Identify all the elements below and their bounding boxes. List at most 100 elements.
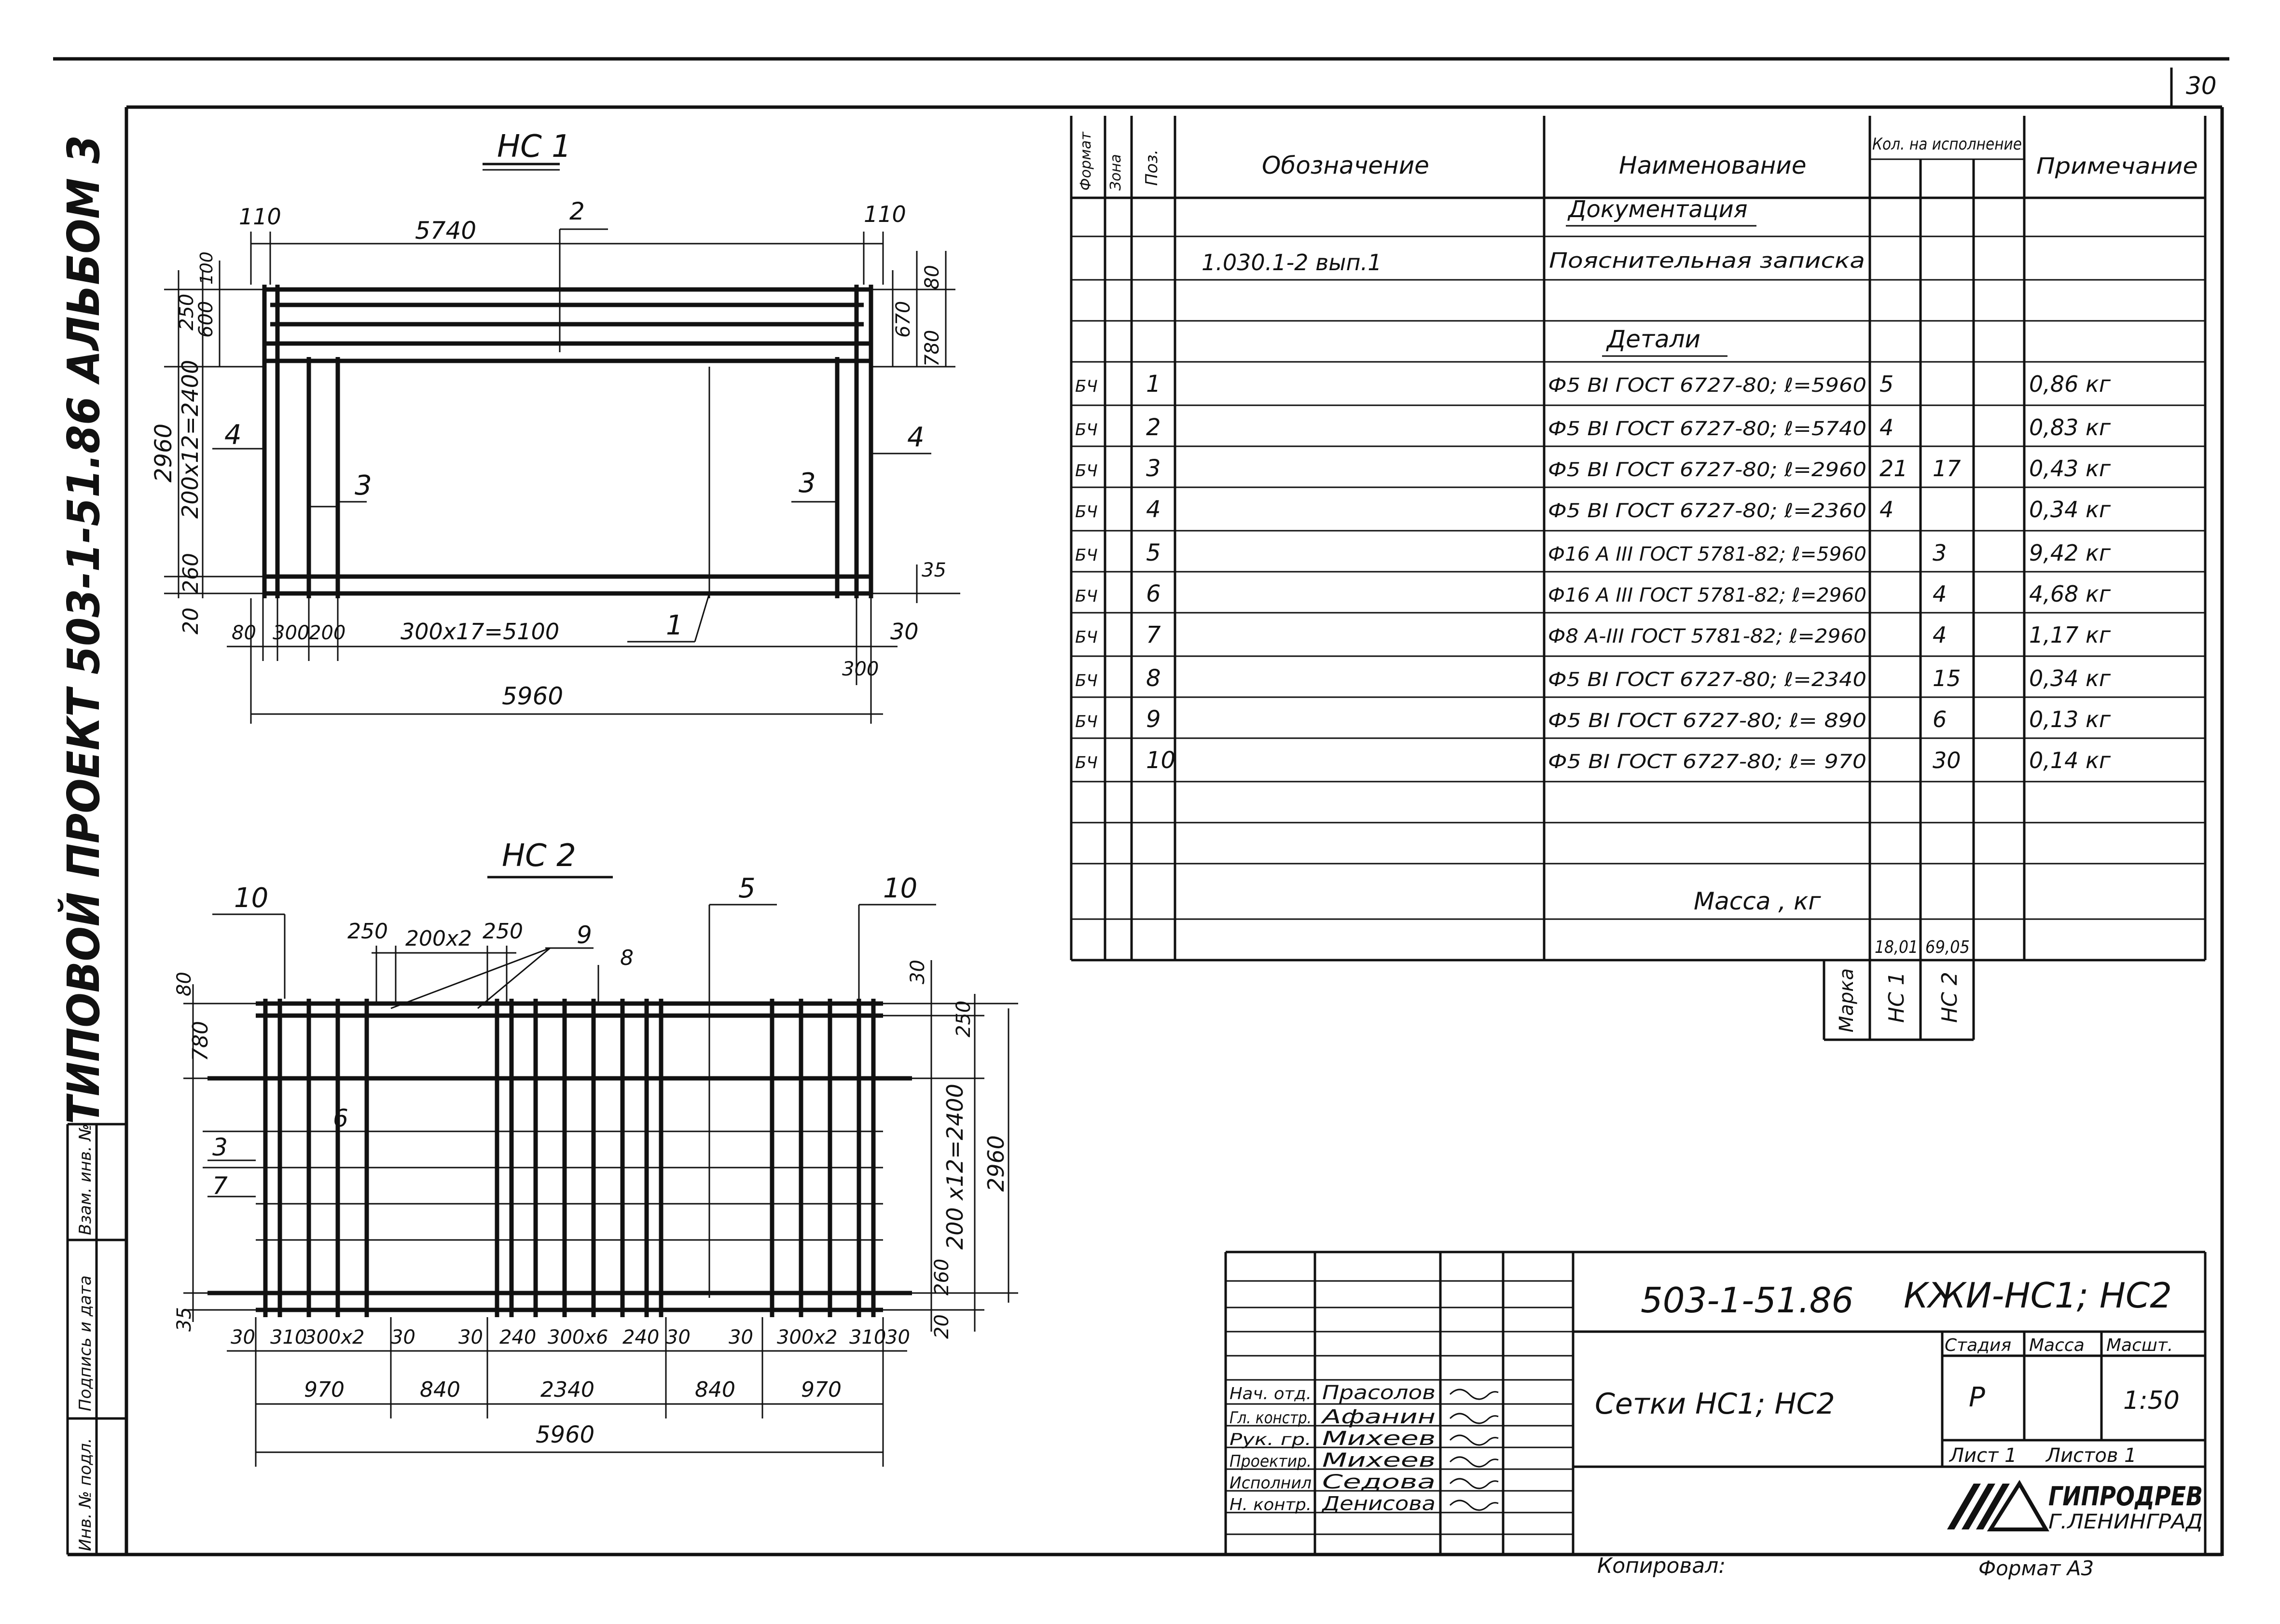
dim-label: 300	[842, 658, 879, 680]
sheet-label: Лист 1	[1948, 1445, 2017, 1467]
dim-label: 5960	[502, 682, 563, 710]
dim-label: 780	[921, 330, 943, 367]
signer-name: Денисова	[1321, 1493, 1436, 1515]
position-label: 6	[333, 1104, 348, 1132]
stage-value: Р	[1969, 1382, 1985, 1413]
row-format: БЧ	[1075, 712, 1098, 731]
dim-label: 20	[931, 1314, 953, 1339]
stage-label: Стадия	[1945, 1335, 2011, 1355]
row-qty-nc1: 21	[1879, 455, 1908, 482]
org-name: ГИПРОДРЕВ	[2048, 1481, 2203, 1512]
section-docs: Документация	[1567, 196, 1748, 223]
position-label: 10	[234, 882, 268, 914]
dim-label: 2340	[540, 1377, 594, 1402]
org-logo: ГИПРОДРЕВ Г.ЛЕНИНГРАД	[1947, 1480, 2203, 1533]
row-pos: 9	[1146, 706, 1161, 733]
dim-label: 300х2	[304, 1326, 364, 1349]
dim-label: 30	[391, 1326, 415, 1349]
row-note: 0,13 кг	[2029, 706, 2111, 732]
row-note: 0,86 кг	[2029, 371, 2111, 397]
signature-mark	[1449, 1434, 1499, 1446]
position-label: 4	[907, 422, 925, 453]
drawing-nc1: НС 1 110 5740 110 2	[150, 129, 960, 724]
position-label: 3	[355, 470, 372, 501]
signer-role: Гл. констр.	[1230, 1408, 1312, 1428]
position-label: 10	[883, 873, 917, 904]
position-label: 8	[620, 946, 634, 970]
position-label: 7	[212, 1172, 228, 1200]
dim-label: 250	[953, 1001, 975, 1037]
row-pos: 4	[1146, 496, 1161, 523]
dim-label: 80	[921, 265, 943, 289]
row-format: БЧ	[1075, 671, 1098, 690]
title-sheet-code: КЖИ-НС1; НС2	[1904, 1275, 2172, 1316]
nc2-title: НС 2	[502, 838, 576, 874]
row-format: БЧ	[1075, 420, 1098, 440]
row-name: Ф5 ВI ГОСТ 6727-80; ℓ= 890	[1548, 710, 1866, 732]
row-name: Ф5 ВI ГОСТ 6727-80; ℓ=5740	[1548, 418, 1866, 440]
signature-mark	[1449, 1500, 1499, 1511]
dim-label: 200х2	[405, 926, 472, 951]
row-name: Ф5 ВI ГОСТ 6727-80; ℓ=2340	[1548, 669, 1866, 691]
position-label: 4	[224, 419, 242, 451]
title-name: Сетки НС1; НС2	[1595, 1387, 1835, 1421]
title-block: 503-1-51.86 КЖИ-НС1; НС2 Сетки НС1; НС2 …	[1224, 1251, 2207, 1555]
margin-field-inv-podl: Инв. № подл.	[76, 1438, 95, 1551]
dim-label: 310	[849, 1326, 886, 1349]
header-pos: Поз.	[1142, 150, 1161, 186]
header-qty: Кол. на исполнение	[1872, 135, 2022, 154]
row-name: Ф5 ВI ГОСТ 6727-80; ℓ=2360	[1548, 500, 1866, 522]
row-note: 0,34 кг	[2029, 496, 2111, 523]
mass-nc2: 69,05	[1925, 937, 1970, 957]
signer-name: Михеев	[1322, 1428, 1436, 1450]
drawing-nc2: НС 2 10	[173, 838, 1018, 1467]
dim-label: 600	[195, 301, 217, 338]
row-pos: 6	[1146, 580, 1161, 607]
dim-label: 200 х12=2400	[942, 1084, 968, 1250]
row-qty-nc2: 30	[1933, 747, 1961, 773]
row-pos: 5	[1146, 539, 1161, 566]
dim-label: 30	[885, 1326, 910, 1349]
dim-label: 970	[801, 1377, 842, 1402]
dim-label: 30	[231, 1326, 255, 1349]
scale-label: Масшт.	[2106, 1335, 2173, 1355]
row-qty-nc1: 5	[1879, 371, 1893, 397]
row-qty-nc2: 6	[1933, 706, 1947, 732]
row-qty-nc2: 4	[1933, 622, 1947, 648]
dim-label: 80	[173, 972, 195, 996]
mark-nc2: НС 2	[1937, 972, 1962, 1023]
nc1-title: НС 1	[497, 129, 571, 165]
org-city: Г.ЛЕНИНГРАД	[2048, 1510, 2203, 1533]
row-format: БЧ	[1075, 502, 1098, 522]
dim-label: 260	[931, 1259, 953, 1295]
dim-label: 30	[890, 619, 919, 645]
section-parts: Детали	[1606, 325, 1700, 353]
position-label: 9	[577, 921, 592, 949]
doc-designation: 1.030.1-2 вып.1	[1202, 249, 1382, 275]
row-format: БЧ	[1075, 587, 1098, 606]
dim-label: 250	[176, 294, 198, 330]
album-side-label: ТИПОВОЙ ПРОЕКТ 503-1-51.86 АЛЬБОМ 3	[57, 135, 110, 1124]
row-name: Ф16 А III ГОСТ 5781-82; ℓ=2960	[1548, 584, 1866, 606]
dim-label: 35	[173, 1307, 195, 1332]
dim-label: 310	[270, 1326, 307, 1349]
dim-label: 780	[188, 1021, 213, 1061]
dim-label: 110	[864, 201, 906, 227]
row-pos: 10	[1146, 747, 1175, 774]
signer-role: Проектир.	[1230, 1452, 1312, 1471]
dim-label: 250	[483, 919, 523, 944]
dim-label: 840	[420, 1377, 460, 1402]
sheets-label: Листов 1	[2045, 1445, 2137, 1467]
row-name: Ф16 А III ГОСТ 5781-82; ℓ=5960	[1548, 543, 1866, 565]
row-note: 4,68 кг	[2029, 581, 2111, 607]
dim-label: 300х6	[548, 1326, 608, 1349]
row-note: 0,83 кг	[2029, 414, 2111, 440]
signer-name: Михеев	[1322, 1449, 1436, 1472]
signer-role: Рук. гр.	[1230, 1430, 1312, 1449]
row-note: 0,43 кг	[2029, 455, 2111, 482]
row-format: БЧ	[1075, 377, 1098, 396]
dim-label: 20	[179, 607, 203, 634]
spec-table: Формат Зона Поз. Обозначение Наименовани…	[1070, 116, 2207, 1041]
